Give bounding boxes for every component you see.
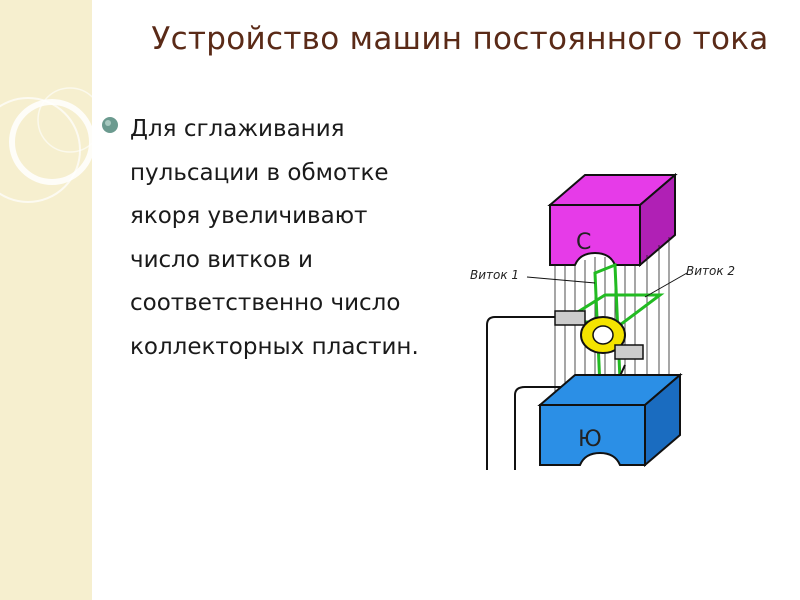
- decorative-circles: [0, 87, 92, 203]
- label-leader-lines: [526, 272, 688, 298]
- bullet-text: Для сглаживания пульсации в обмотке якор…: [130, 116, 419, 360]
- dc-machine-diagram: [486, 172, 688, 470]
- north-pole-block: [547, 172, 678, 268]
- label-north-pole: С: [576, 230, 592, 255]
- decorative-side-strip: [0, 0, 92, 600]
- bullet-icon: [102, 117, 118, 133]
- label-vitok-1: Виток 1: [470, 268, 520, 282]
- south-pole-block: [537, 372, 683, 468]
- slide-title: Устройство машин постоянного тока: [151, 21, 769, 57]
- commutator: [554, 310, 644, 360]
- label-vitok-2: Виток 2: [686, 264, 736, 278]
- label-south-pole: Ю: [578, 427, 602, 452]
- brush-leads: [486, 316, 626, 470]
